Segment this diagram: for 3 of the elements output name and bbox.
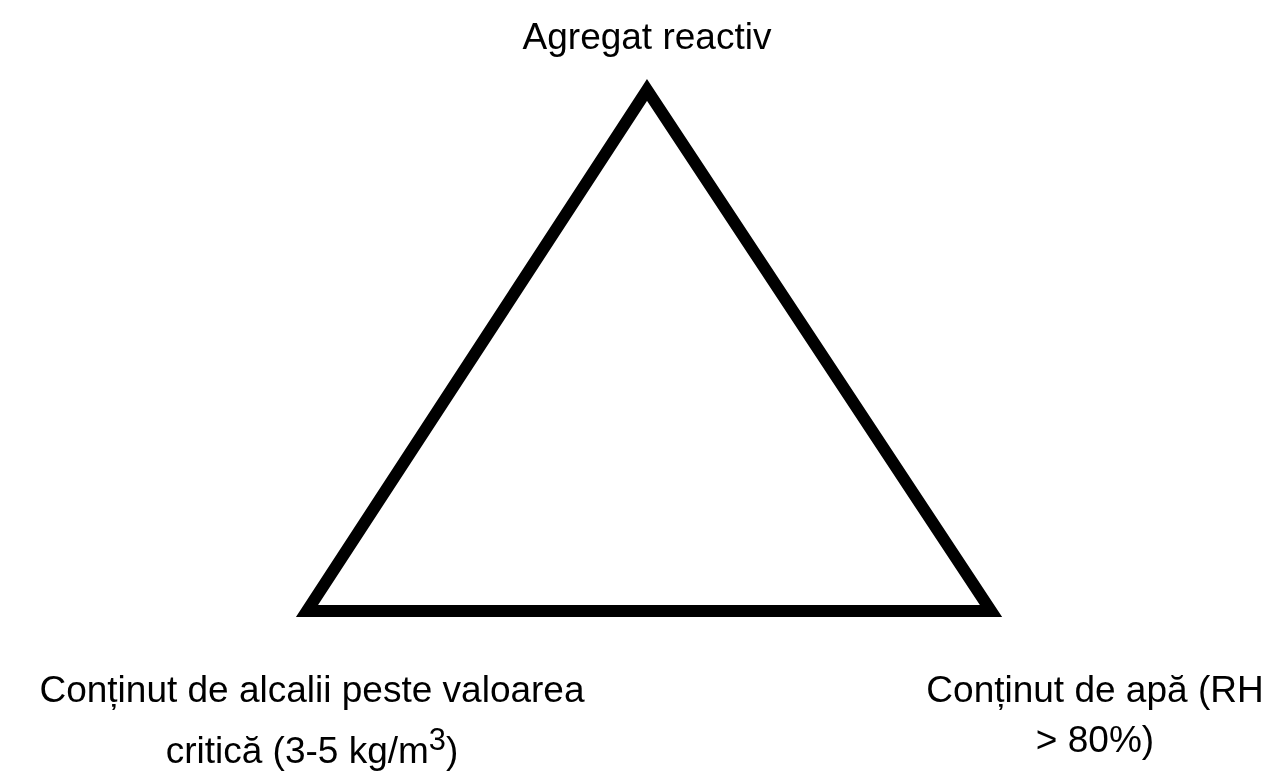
vertex-label: Conținut de alcalii peste valoarea critică (3-5 kg/m$^{3}$) xyxy=(38,668,586,774)
vertex-label: Agregat reactiv xyxy=(521,15,773,59)
vertex-label: Conținut de apă (RH > 80%) xyxy=(925,668,1265,762)
